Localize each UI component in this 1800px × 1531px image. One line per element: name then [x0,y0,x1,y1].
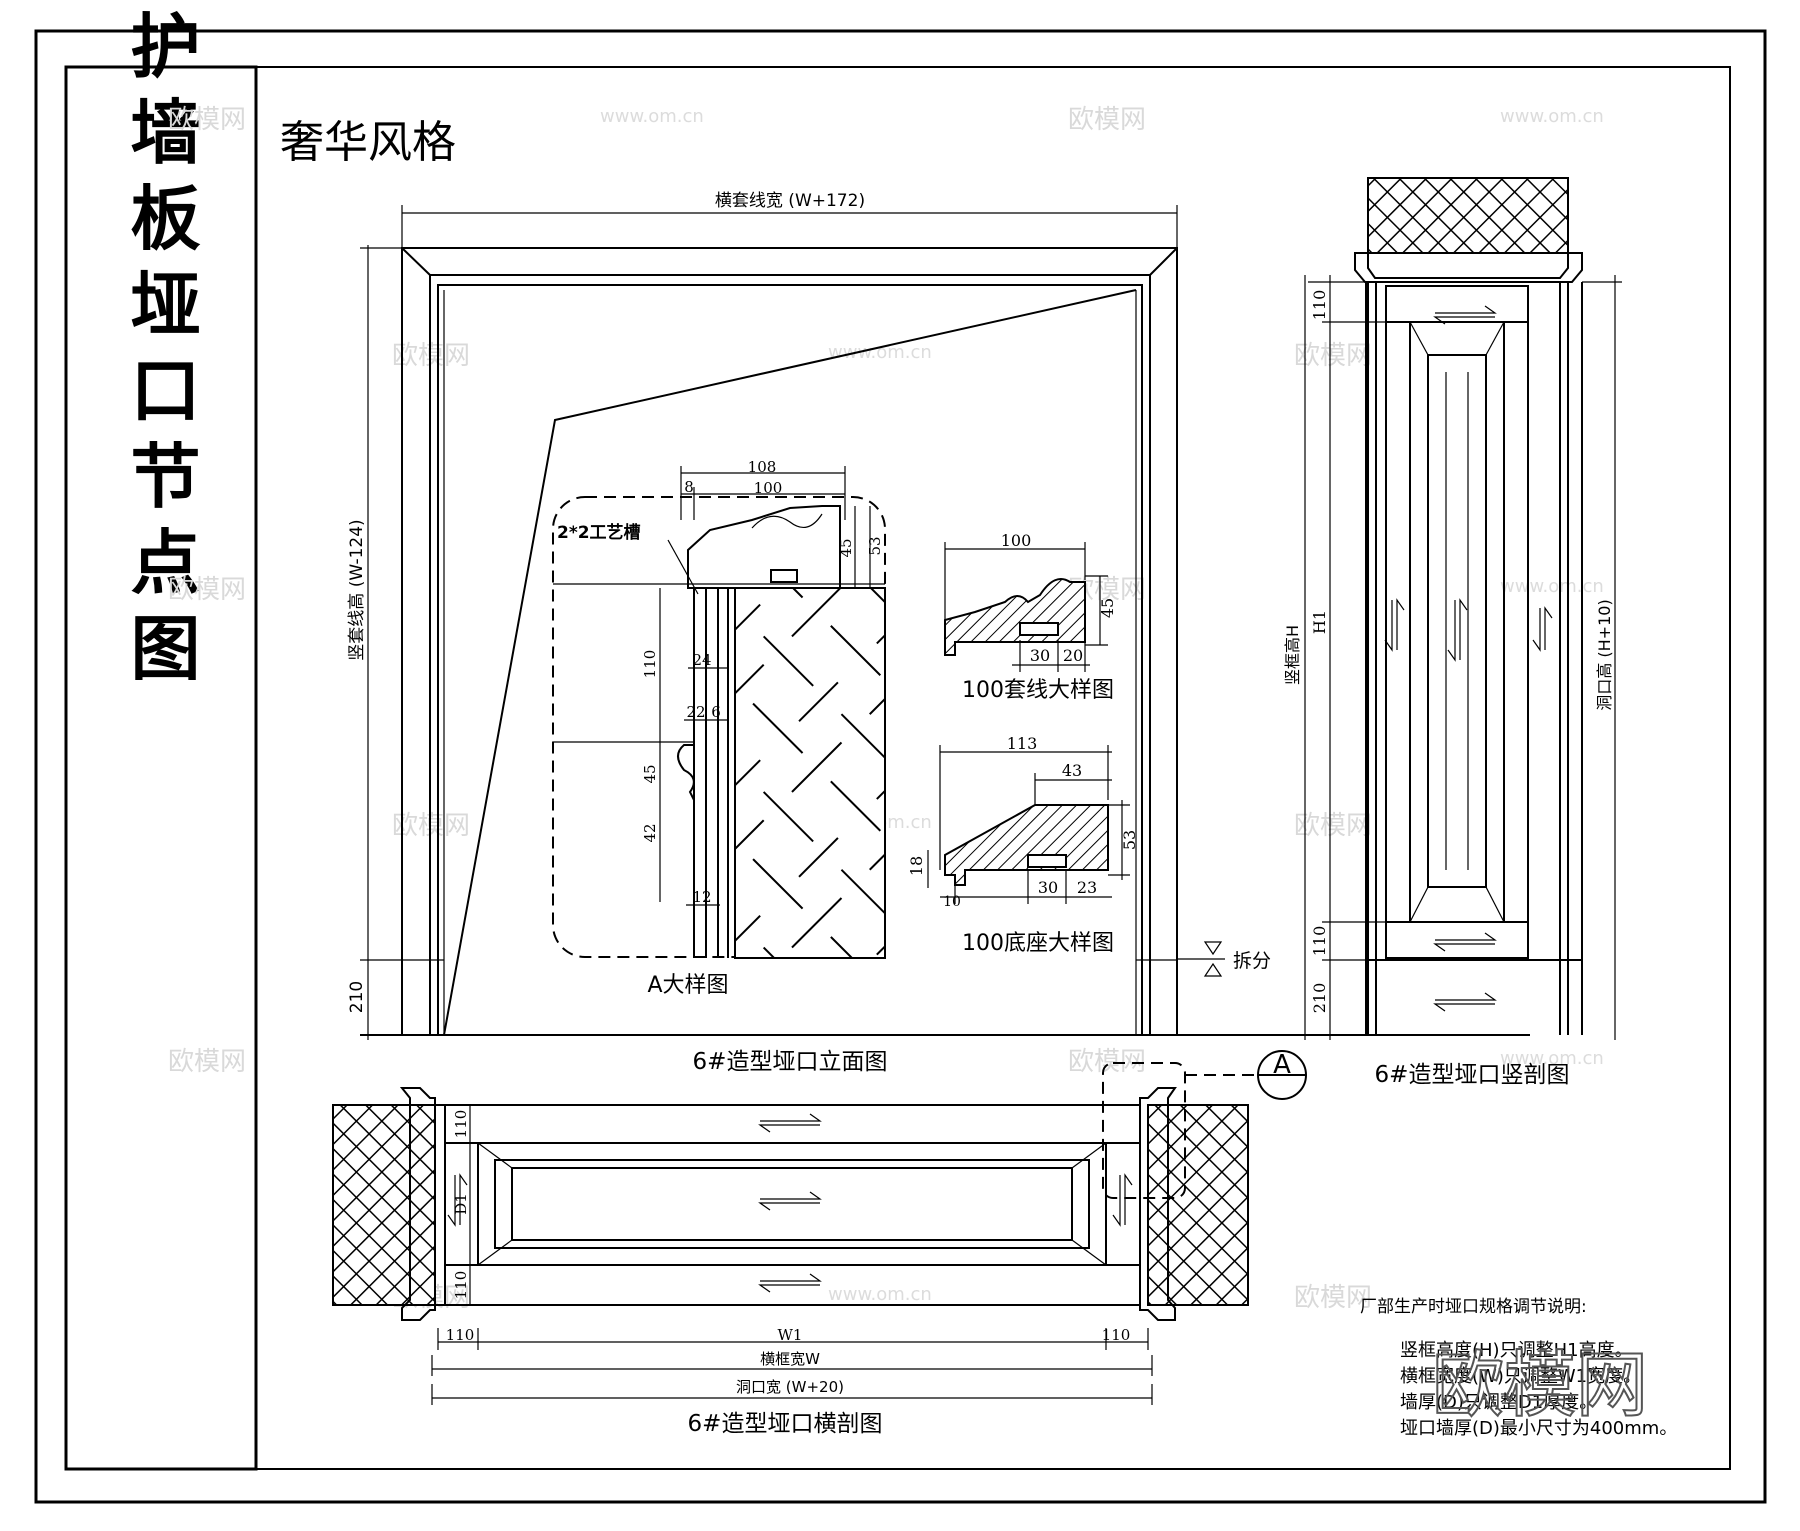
notes-line-1: 竖框高度(H)只调整H1高度。 [1400,1340,1633,1361]
watermark-url: www.om.cn [600,106,704,127]
horizontal-top-dim: 110 [452,1110,470,1139]
casing-dim-width: 100 [1001,531,1032,550]
vertical-bottom-dim: 110 [1310,926,1329,957]
watermark-brand: 欧模网 [392,811,470,841]
base-dim-c: 10 [943,894,961,910]
watermark-url: www.om.cn [1500,576,1604,597]
horizontal-caption: 6#造型垭口横剖图 [688,1411,883,1437]
side-title: 门板/柜板/护墙板垭口节点图 [119,0,201,698]
horizontal-bottom-dim: 110 [452,1271,470,1300]
detail-a-dim-110: 110 [641,650,659,679]
detail-a-dim-12: 12 [692,888,711,906]
detail-a-dim-22: 22 [686,703,705,721]
watermark-brand: 欧模网 [392,341,470,371]
horizontal-frame-width: 横框宽W [760,1350,820,1368]
watermark-large: 欧模网 [1432,1343,1648,1427]
detail-a-dim-6: 6 [711,703,721,721]
detail-a-caption: A大样图 [647,973,728,998]
watermark-brand: 欧模网 [168,105,246,135]
horizontal-right-dim: 110 [1102,1326,1131,1344]
watermark-brand: 欧模网 [1294,341,1372,371]
base-caption: 100底座大样图 [962,931,1114,956]
detail-a-dim-100: 100 [754,479,783,497]
detail-a-dim-45b: 45 [641,764,659,783]
base-dim-w2: 43 [1062,761,1082,780]
outer-border [34,29,1767,1504]
base-detail: 113 43 53 18 30 23 10 100底座大样图 [907,734,1139,956]
base-dim-h2: 18 [907,856,926,876]
detail-a-dim-45: 45 [837,538,855,557]
vertical-section: 110 H1 110 210 竖框高H 洞口高 (H+10) 6#造型垭口竖剖图 [1283,177,1622,1088]
detail-a-note: 2*2工艺槽 [557,522,641,543]
horizontal-left-dim: 110 [446,1326,475,1344]
style-title: 奢华风格 [280,117,456,168]
watermark-url: www.om.cn [828,1284,932,1305]
casing-dim-height: 45 [1098,598,1117,618]
elevation-top-dim: 横套线宽 (W+172) [715,191,865,211]
watermark-layer: 欧模网 www.om.cn 欧模网 www.om.cn 欧模网 www.om.c… [168,105,1604,1313]
elevation-view: 横套线宽 (W+172) 竖套线高 (W-124) 210 拆分 6#造型垭口立… [347,191,1530,1075]
base-dim-width: 113 [1007,734,1038,753]
elevation-left-dim: 竖套线高 (W-124) [347,519,367,660]
detail-a-dim-24: 24 [692,651,711,669]
watermark-brand: 欧模网 [168,1047,246,1077]
horizontal-d1-label: D1 [452,1193,470,1215]
vertical-h1-label: H1 [1310,610,1329,634]
split-label: 拆分 [1233,950,1271,972]
detail-a-dim-53: 53 [866,536,884,555]
casing-dim-a: 30 [1030,646,1050,665]
horizontal-w1-label: W1 [778,1326,803,1344]
vertical-frame-label: 竖框高H [1283,625,1302,685]
title-block [64,65,258,1471]
horizontal-opening-width: 洞口宽 (W+20) [736,1378,844,1396]
detail-a-dim-8: 8 [684,478,694,496]
elevation-caption: 6#造型垭口立面图 [693,1049,888,1075]
watermark-brand: 欧模网 [168,575,246,605]
production-notes: 厂部生产时垭口规格调节说明: 竖框高度(H)只调整H1高度。 横框宽度(W)只调… [1360,1297,1677,1439]
elevation-base-dim: 210 [347,981,367,1013]
notes-title: 厂部生产时垭口规格调节说明: [1360,1297,1587,1317]
base-dim-a: 30 [1038,878,1058,897]
vertical-opening-label: 洞口高 (H+10) [1595,599,1614,710]
notes-line-2: 横框宽度(W)只调整W1宽度。 [1400,1366,1641,1387]
casing-dim-b: 20 [1063,646,1083,665]
watermark-brand: 欧模网 [1294,811,1372,841]
notes-line-3: 墙厚(D)只调整D1厚度。 [1400,1392,1597,1413]
horizontal-section: A 110 D1 110 110 W1 110 横框宽W 洞口宽 (W+20) … [332,1050,1307,1437]
vertical-caption: 6#造型垭口竖剖图 [1375,1062,1570,1088]
watermark-url: www.om.cn [1500,1048,1604,1069]
vertical-base-dim: 210 [1310,983,1329,1014]
watermark-brand: 欧模网 [1294,1283,1372,1313]
watermark-url: www.om.cn [1500,106,1604,127]
detail-a-dim-42: 42 [641,823,659,842]
base-dim-b: 23 [1077,878,1097,897]
horizontal-section-marker: A [1273,1050,1291,1080]
vertical-top-dim: 110 [1310,290,1329,321]
detail-a: 108 8 100 45 53 110 45 42 24 22 6 12 2*2… [552,458,886,998]
notes-line-4: 垭口墙厚(D)最小尺寸为400mm。 [1400,1418,1677,1439]
casing-detail: 100 45 30 20 100套线大样图 [944,531,1117,703]
watermark-url: www.om.cn [828,342,932,363]
base-dim-height: 53 [1120,830,1139,850]
casing-caption: 100套线大样图 [962,678,1114,703]
watermark-brand: 欧模网 [1068,105,1146,135]
detail-a-dim-108: 108 [748,458,777,476]
